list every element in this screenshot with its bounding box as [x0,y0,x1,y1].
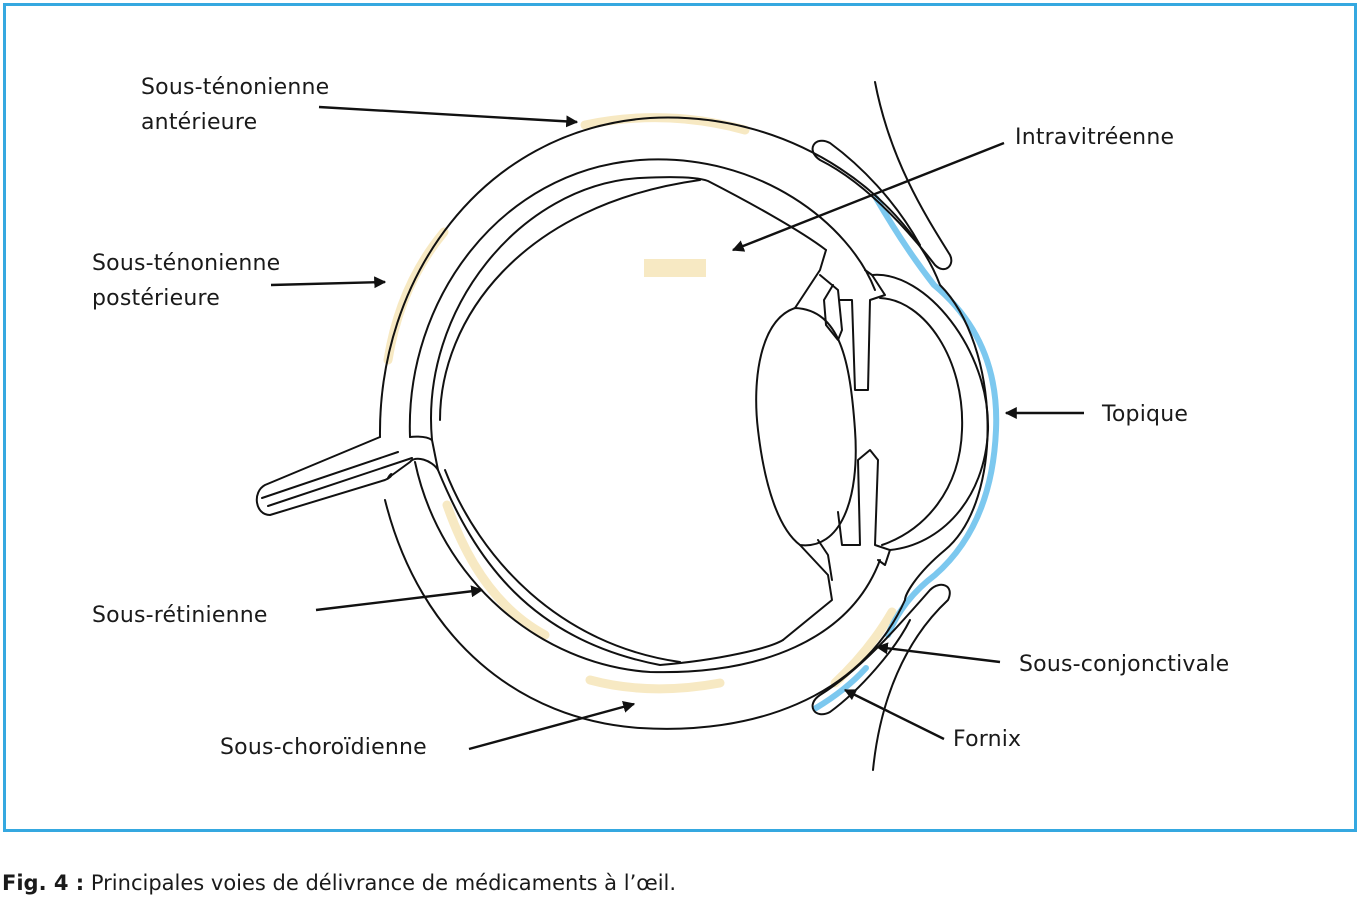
label-sub-tenon-anterior: Sous-ténonienne antérieure [141,70,329,140]
deposit-sub-tenon-posterior [383,227,449,365]
label-intravitreal: Intravitréenne [1015,125,1175,150]
optic-nerve-inner [261,451,413,507]
ciliary-body-top [794,249,886,391]
arrow-subretinal [315,585,484,612]
label-suprachoroidal: Sous-choroïdienne [220,735,427,760]
ciliary-body-bottom [782,449,891,641]
retina-inner [439,179,701,663]
label-sub-tenon-posterior-line2: postérieure [92,286,220,311]
deposit-intravitreal [644,259,706,277]
sclera-outer [378,116,989,730]
cornea-inner [879,297,964,546]
deposit-subconjunctival [830,607,897,688]
deposit-subretinal [442,500,550,640]
deposit-suprachoroidal [585,675,725,694]
lower-eyelid [811,583,951,771]
lens [755,307,857,547]
caption-text: Principales voies de délivrance de médic… [90,871,677,895]
arrow-sub-tenon-posterior [270,276,387,289]
drug-deposits [383,113,897,694]
label-topical: Topique [1102,402,1189,427]
tear-film [813,195,1000,711]
arrow-sub-tenon-anterior [318,105,579,128]
label-sub-tenon-anterior-line1: Sous-ténonienne [141,75,330,100]
arrows [270,105,1084,751]
upper-eyelid [811,81,953,271]
optic-nerve [255,435,439,516]
choroid [408,158,881,674]
label-subconjunctival: Sous-conjonctivale [1019,652,1230,677]
arrow-fornix [843,688,945,741]
eye-outline [255,81,990,771]
label-subretinal: Sous-rétinienne [92,603,268,628]
label-sub-tenon-posterior: Sous-ténonienne postérieure [92,246,280,316]
label-sub-tenon-posterior-line1: Sous-ténonienne [92,251,281,276]
figure-caption: Fig. 4 : Principales voies de délivrance… [2,871,676,895]
cornea [871,273,990,551]
figure-frame [3,3,1357,832]
arrow-subconjunctival [875,642,1001,664]
caption-label: Fig. 4 : [2,871,85,895]
arrow-suprachoroidal [468,701,636,751]
retina [430,176,827,666]
label-fornix: Fornix [953,727,1022,752]
label-sub-tenon-anterior-line2: antérieure [141,110,258,135]
arrow-intravitreal [731,141,1005,252]
